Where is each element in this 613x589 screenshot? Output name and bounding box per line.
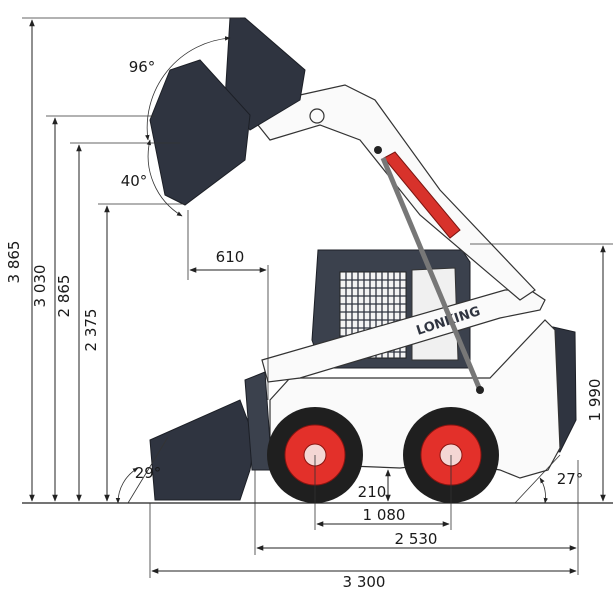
dim-length-with-bucket-label: 3 300	[343, 573, 386, 589]
dim-ground-clearance-label: 210	[358, 483, 387, 501]
dim-overall-height: 1 990	[470, 243, 613, 502]
lift-cylinder-raised	[383, 151, 461, 239]
dim-overall-height-label: 1 990	[586, 379, 604, 422]
dim-max-pin-height: 3 865	[5, 17, 240, 502]
dim-dump-clearance-label: 2 375	[82, 309, 100, 352]
dim-wheelbase-label: 1 080	[363, 506, 406, 524]
angle-rollback-raised-label: 96°	[129, 58, 156, 76]
dim-dump-height-label: 2 865	[55, 275, 73, 318]
angle-rollback-ground: 29°	[115, 436, 169, 504]
cylinder-rod	[380, 157, 483, 391]
dim-wheelbase: 1 080	[314, 455, 452, 530]
dim-ground-clearance: 210	[358, 469, 391, 502]
cylinder-pin	[374, 146, 382, 154]
dim-dump-clearance: 2 375	[82, 203, 185, 502]
dim-bucket-hinge-height-label: 3 030	[31, 265, 49, 308]
dim-dump-reach-label: 610	[216, 248, 245, 266]
angle-departure: 27°	[514, 454, 584, 504]
skid-steer-loader: LONKING	[149, 17, 577, 503]
cylinder-base-pin	[476, 386, 484, 394]
dim-length-without-bucket: 2 530	[254, 460, 579, 575]
angle-rollback-raised: 96°	[129, 36, 231, 141]
dim-dump-reach: 610	[187, 210, 269, 400]
angle-dump: 40°	[121, 139, 183, 217]
bucket-lowered	[149, 399, 256, 501]
dim-max-pin-height-label: 3 865	[5, 241, 23, 284]
arm-pivot	[309, 108, 325, 124]
dim-length-with-bucket: 3 300	[149, 503, 577, 589]
lift-arm-raised	[249, 84, 536, 301]
dim-bucket-hinge-height: 3 030	[31, 115, 155, 502]
angle-departure-label: 27°	[557, 470, 584, 488]
dim-dump-height: 2 865	[55, 142, 180, 502]
dim-length-without-bucket-label: 2 530	[395, 530, 438, 548]
angle-rollback-ground-label: 29°	[135, 464, 162, 482]
angle-dump-label: 40°	[121, 172, 148, 190]
